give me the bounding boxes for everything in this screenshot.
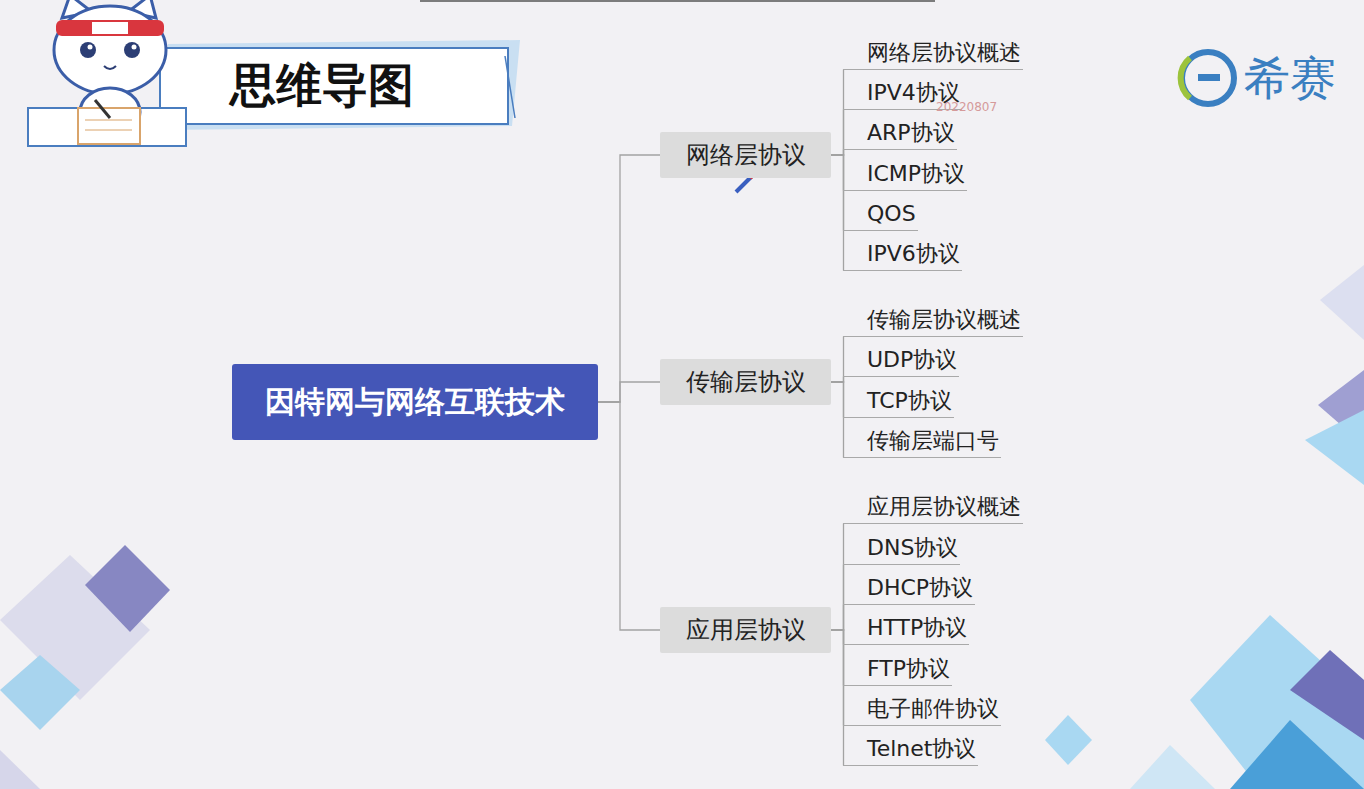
tree-connector <box>831 110 844 156</box>
tree-connector <box>598 155 660 402</box>
title-banner <box>160 40 520 130</box>
leaf-topic: ICMP协议 <box>843 157 967 191</box>
tree-connector <box>831 155 844 271</box>
logo-text: 希赛 <box>1244 50 1336 106</box>
tree-connector <box>831 382 844 458</box>
tree-connector <box>831 630 844 686</box>
tree-connector <box>598 382 660 402</box>
leaf-topic: ARP协议 <box>843 116 957 150</box>
leaf-topic: FTP协议 <box>843 652 952 686</box>
leaf-topic: IPV6协议 <box>843 237 962 271</box>
tree-connector <box>598 402 660 630</box>
leaf-topic: UDP协议 <box>843 343 959 377</box>
tree-connector <box>831 630 844 726</box>
topic-text: 传输层端口号 <box>867 428 999 453</box>
logo-icon <box>1181 52 1234 104</box>
topic-text: DNS协议 <box>867 535 958 560</box>
cat-mascot <box>28 0 186 146</box>
leaf-topic: 传输层协议概述 <box>843 303 1023 337</box>
topic-text: HTTP协议 <box>867 615 967 640</box>
leaf-topic: 传输层端口号 <box>843 424 1001 458</box>
topic-text: 应用层协议概述 <box>867 494 1021 519</box>
topic-text: DHCP协议 <box>867 575 973 600</box>
tree-connector <box>831 337 844 383</box>
tree-connector <box>831 382 844 418</box>
topic-text: IPV6协议 <box>867 241 960 266</box>
tree-connector <box>831 70 844 156</box>
tree-connector <box>831 155 844 191</box>
topic-text: ARP协议 <box>867 120 955 145</box>
leaf-topic: DNS协议 <box>843 531 960 565</box>
topic-text: 电子邮件协议 <box>867 696 999 721</box>
topic-text: TCP协议 <box>867 388 952 413</box>
topic-text: 因特网与网络互联技术 <box>265 382 565 423</box>
leaf-topic: Telnet协议 <box>843 732 978 766</box>
topic-text: 网络层协议 <box>686 139 806 171</box>
topic-text: 传输层协议 <box>686 366 806 398</box>
leaf-topic: HTTP协议 <box>843 611 969 645</box>
leaf-topic: 应用层协议概述 <box>843 490 1023 524</box>
page-title: 思维导图 <box>230 56 414 114</box>
top-rule <box>420 0 935 2</box>
tree-connector <box>831 630 844 645</box>
tree-connector <box>831 150 844 156</box>
topic-text: 传输层协议概述 <box>867 307 1021 332</box>
tree-connector <box>831 605 844 631</box>
topic-text: QOS <box>867 201 916 226</box>
leaf-topic: DHCP协议 <box>843 571 975 605</box>
topic-text: 应用层协议 <box>686 614 806 646</box>
topic-text: UDP协议 <box>867 347 957 372</box>
tree-connector <box>831 155 844 231</box>
leaf-topic: TCP协议 <box>843 384 954 418</box>
topic-text: Telnet协议 <box>867 736 976 761</box>
watermark: 20220807 <box>936 100 997 114</box>
tree-connector <box>831 377 844 383</box>
branch-topic: 应用层协议 <box>660 607 831 653</box>
branch-topic: 传输层协议 <box>660 359 831 405</box>
root-topic: 因特网与网络互联技术 <box>232 364 598 440</box>
tree-connector <box>831 630 844 766</box>
leaf-topic: QOS <box>843 197 918 231</box>
branch-topic: 网络层协议 <box>660 132 831 178</box>
tree-connector <box>831 524 844 631</box>
topic-text: ICMP协议 <box>867 161 965 186</box>
topic-text: 网络层协议概述 <box>867 40 1021 65</box>
topic-text: FTP协议 <box>867 656 950 681</box>
corner-squares <box>0 265 1364 789</box>
leaf-topic: 网络层协议概述 <box>843 36 1023 70</box>
tree-connector <box>831 565 844 631</box>
leaf-topic: 电子邮件协议 <box>843 692 1001 726</box>
